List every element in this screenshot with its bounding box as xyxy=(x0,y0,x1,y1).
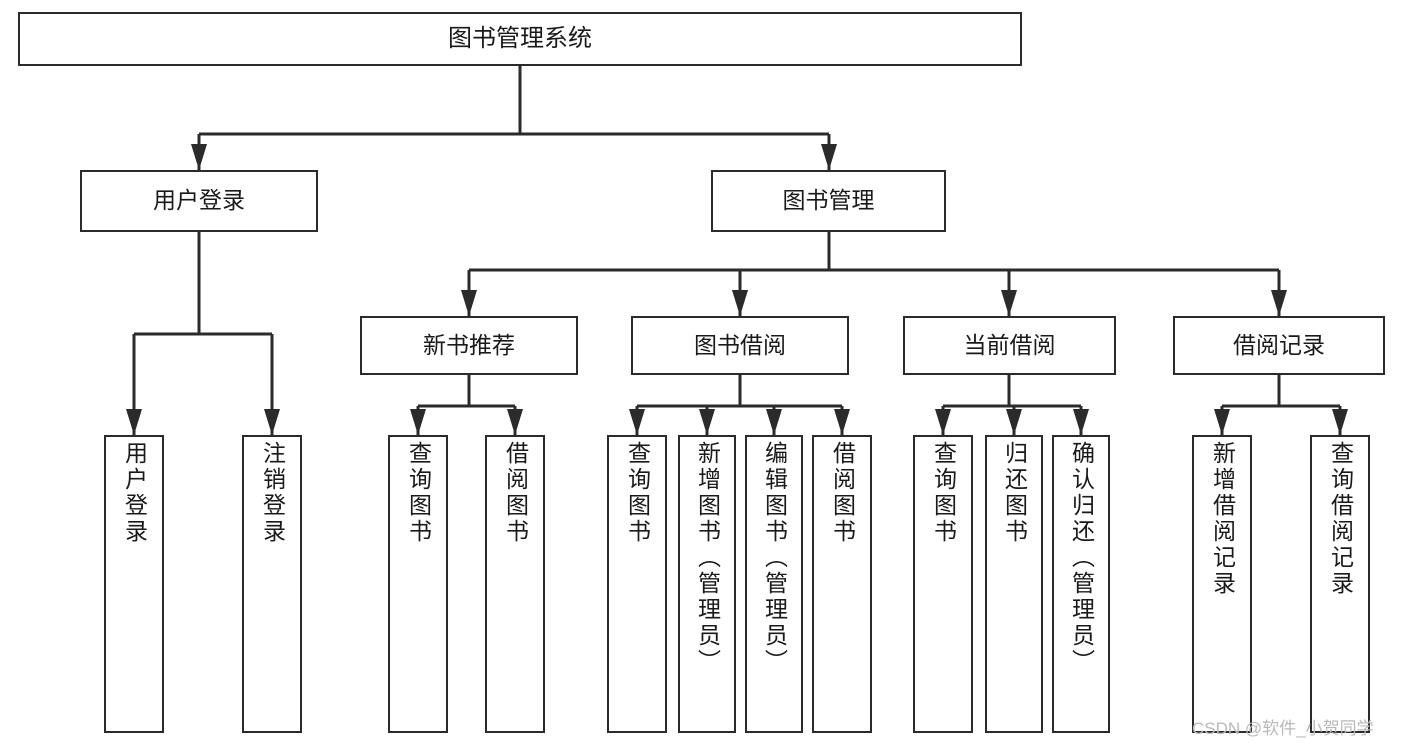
node-leaf-confirm-return-admin[interactable]: 确认归还（管理员） xyxy=(1052,435,1110,733)
arrowhead-icon xyxy=(126,409,142,435)
node-new-book-recommend-label: 新书推荐 xyxy=(423,331,515,358)
node-leaf-edit-book-admin[interactable]: 编辑图书（管理员） xyxy=(745,435,803,733)
node-book-borrow[interactable]: 图书借阅 xyxy=(631,316,849,375)
node-leaf-user-login-label: 用户登录 xyxy=(121,441,148,545)
node-leaf-query-books-borrow[interactable]: 查询图书 xyxy=(607,435,667,733)
arrowhead-icon xyxy=(1001,290,1017,316)
arrowhead-icon xyxy=(264,409,280,435)
arrowhead-icon xyxy=(834,409,850,435)
node-new-book-recommend[interactable]: 新书推荐 xyxy=(360,316,578,375)
node-leaf-user-login[interactable]: 用户登录 xyxy=(104,435,164,733)
node-borrow-record-label: 借阅记录 xyxy=(1233,331,1325,358)
node-leaf-add-book-admin-label: 新增图书（管理员） xyxy=(694,441,721,675)
arrowhead-icon xyxy=(699,409,715,435)
arrowhead-icon xyxy=(1214,409,1230,435)
node-book-management-label: 图书管理 xyxy=(782,187,875,214)
node-leaf-return-books[interactable]: 归还图书 xyxy=(985,435,1043,733)
node-user-login-label: 用户登录 xyxy=(153,187,245,214)
node-leaf-query-books-current[interactable]: 查询图书 xyxy=(913,435,973,733)
node-leaf-query-books-recommend-label: 查询图书 xyxy=(405,441,432,545)
arrowhead-icon xyxy=(410,409,426,435)
node-leaf-borrow-books-borrow[interactable]: 借阅图书 xyxy=(812,435,872,733)
arrowhead-icon xyxy=(1006,409,1022,435)
arrowhead-icon xyxy=(629,409,645,435)
arrowhead-icon xyxy=(1332,409,1348,435)
arrowhead-icon xyxy=(732,290,748,316)
arrowhead-icon xyxy=(1073,409,1089,435)
node-leaf-query-borrow-record-label: 查询借阅记录 xyxy=(1327,441,1354,597)
node-leaf-query-books-recommend[interactable]: 查询图书 xyxy=(388,435,448,733)
node-leaf-query-borrow-record[interactable]: 查询借阅记录 xyxy=(1310,435,1370,733)
node-borrow-record[interactable]: 借阅记录 xyxy=(1173,316,1385,375)
arrowhead-icon xyxy=(191,144,207,170)
node-leaf-borrow-books-borrow-label: 借阅图书 xyxy=(829,441,856,545)
arrowhead-icon xyxy=(507,409,523,435)
node-book-borrow-label: 图书借阅 xyxy=(694,331,786,358)
node-leaf-logout-login[interactable]: 注销登录 xyxy=(242,435,302,733)
node-user-login[interactable]: 用户登录 xyxy=(80,170,318,232)
arrowhead-icon xyxy=(766,409,782,435)
node-system-title-label: 图书管理系统 xyxy=(448,24,592,52)
node-current-borrow-label: 当前借阅 xyxy=(963,331,1056,358)
node-leaf-confirm-return-admin-label: 确认归还（管理员） xyxy=(1068,441,1095,675)
arrowhead-icon xyxy=(821,144,837,170)
node-system-title[interactable]: 图书管理系统 xyxy=(18,12,1022,66)
node-leaf-query-books-borrow-label: 查询图书 xyxy=(624,441,651,545)
node-leaf-borrow-books-recommend-label: 借阅图书 xyxy=(502,441,529,545)
node-leaf-return-books-label: 归还图书 xyxy=(1001,441,1028,545)
node-leaf-add-borrow-record-label: 新增借阅记录 xyxy=(1209,441,1236,597)
node-leaf-add-borrow-record[interactable]: 新增借阅记录 xyxy=(1192,435,1252,733)
node-leaf-logout-login-label: 注销登录 xyxy=(259,441,286,545)
node-book-management[interactable]: 图书管理 xyxy=(711,170,946,232)
arrowhead-icon xyxy=(1271,290,1287,316)
node-leaf-query-books-current-label: 查询图书 xyxy=(930,441,957,545)
node-leaf-edit-book-admin-label: 编辑图书（管理员） xyxy=(761,441,788,675)
arrowhead-icon xyxy=(935,409,951,435)
node-current-borrow[interactable]: 当前借阅 xyxy=(903,316,1116,375)
node-leaf-borrow-books-recommend[interactable]: 借阅图书 xyxy=(485,435,545,733)
node-leaf-add-book-admin[interactable]: 新增图书（管理员） xyxy=(678,435,736,733)
arrowhead-icon xyxy=(461,290,477,316)
